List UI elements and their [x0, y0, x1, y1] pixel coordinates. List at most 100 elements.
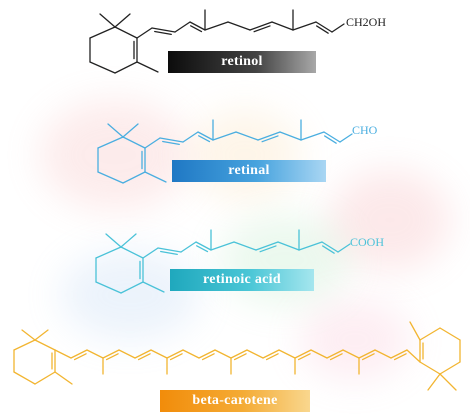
beta-carotene-chain-bond [134, 349, 152, 359]
beta-carotene-methyl-bond [34, 329, 49, 341]
retinoic-acid-ring-bond [120, 281, 144, 294]
retinal-chain-bond [279, 131, 302, 141]
beta-carotene-chain-bond [342, 349, 360, 359]
beta-carotene-ring-bond [439, 327, 461, 341]
beta-carotene-ring-bond [34, 339, 56, 351]
retinoic-acid-chain-bond [157, 247, 182, 253]
beta-carotene-chain-bond [374, 349, 392, 359]
beta-carotene-chain-bond [118, 349, 136, 359]
retinoic-acid-end-group: COOH [350, 235, 384, 249]
beta-carotene-chain-bond [169, 353, 183, 361]
retinoic-acid-label: retinoic acid [170, 269, 314, 291]
beta-carotene-chain-bond [86, 349, 104, 359]
retinoic-acid-methyl-bond [142, 281, 165, 293]
bg-blob [330, 170, 450, 270]
retinoic-acid-chain-bond [337, 243, 351, 253]
beta-carotene-chain-bond [150, 349, 168, 359]
retinal-chain-bond [212, 131, 237, 141]
beta-carotene-chain-bond [406, 349, 421, 363]
beta-carotene-ring-bond [419, 327, 441, 341]
beta-carotene-ring-bond [419, 361, 441, 375]
beta-carotene-chain-bond [137, 353, 151, 361]
retinal-chain-bond [182, 131, 199, 143]
retinal-ring-bond [122, 136, 146, 149]
retinol-methyl-bond [114, 13, 131, 28]
bg-blob [300, 300, 410, 380]
retinol-chain-bond [174, 21, 191, 33]
beta-carotene-ring-bond [34, 371, 56, 385]
retinol-chain-bond [154, 30, 172, 36]
beta-carotene-chain-bond [265, 353, 279, 361]
retinol-chain-bond [271, 21, 294, 31]
retinol-chain-bond [151, 27, 176, 33]
beta-carotene-chain-bond [73, 353, 87, 361]
retinol-chain-bond [315, 21, 333, 33]
beta-carotene-methyl-bond [54, 371, 73, 385]
retinal-chain-bond [144, 137, 161, 149]
retinol-ring-bond [114, 26, 138, 39]
beta-carotene-chain-bond [278, 349, 296, 359]
beta-carotene-chain-bond [166, 349, 184, 359]
beta-carotene-chain-bond [361, 353, 375, 361]
beta-carotene-methyl-bond [427, 373, 441, 391]
retinoic-acid-chain-bond [321, 245, 335, 254]
retinol-methyl-bond [136, 61, 159, 73]
beta-carotene-ring-bond [13, 371, 36, 385]
beta-carotene-chain-bond [393, 353, 407, 361]
retinol-ring-bond [89, 26, 116, 39]
retinoic-acid-chain-bond [298, 241, 323, 251]
beta-carotene-chain-bond [182, 349, 200, 359]
beta-carotene-chain-bond [262, 349, 280, 359]
retinal-methyl-bond [144, 171, 167, 183]
retinal-chain-bond [197, 131, 214, 141]
retinoic-acid-chain-bond [259, 245, 277, 253]
retinal-methyl-bond [107, 123, 124, 138]
retinoic-acid-chain-bond [277, 241, 300, 251]
retinol-chain-bond [253, 25, 271, 33]
beta-carotene-methyl-bond [439, 373, 457, 391]
beta-carotene-chain-bond [54, 349, 72, 359]
retinol-chain-bond [227, 21, 251, 31]
retinol-chain-bond [249, 21, 273, 31]
beta-carotene-chain-bond [102, 349, 120, 359]
retinal-chain-bond [257, 131, 281, 141]
bg-blob [40, 100, 190, 210]
retinal-chain-bond [300, 131, 325, 141]
beta-carotene-chain-bond [214, 349, 232, 359]
retinol-methyl-bond [99, 13, 116, 28]
beta-carotene-chain-bond [390, 349, 408, 359]
retinol-chain-bond [292, 21, 317, 31]
retinal-chain-bond [162, 140, 180, 146]
retinal-ring-bond [97, 136, 124, 149]
beta-carotene-chain-bond [230, 349, 248, 359]
retinal-ring-bond [97, 171, 124, 184]
retinol-chain-bond [136, 27, 153, 39]
beta-carotene-methyl-bond [409, 321, 421, 341]
retinoic-acid-chain-bond [210, 241, 235, 251]
retinal-chain-bond [339, 133, 353, 143]
retinoic-acid-ring-bond [120, 246, 144, 259]
retinoic-acid-chain-bond [196, 245, 209, 253]
bg-blob [190, 110, 300, 200]
retinoic-acid-chain-bond [195, 241, 212, 251]
retinal-methyl-bond [122, 123, 139, 138]
retinol-chain-bond [204, 21, 229, 31]
retinol-chain-bond [189, 21, 206, 31]
beta-carotene-chain-bond [358, 349, 376, 359]
retinoic-acid-chain-bond [160, 250, 178, 256]
retinoic-acid-chain-bond [321, 241, 339, 253]
retinol-ring-bond [114, 61, 138, 74]
retinal-chain-bond [261, 135, 279, 143]
beta-carotene-methyl-bond [21, 329, 36, 341]
retinal-chain-bond [323, 131, 341, 143]
retinoic-acid-chain-bond [255, 241, 279, 251]
beta-carotene-chain-bond [105, 353, 119, 361]
beta-carotene-chain-bond [297, 353, 311, 361]
bg-blob [60, 250, 200, 340]
retinol-chain-bond [331, 23, 345, 33]
retinoic-acid-ring-bond [95, 281, 122, 294]
retinal-chain-bond [235, 131, 259, 141]
beta-carotene-ring-bond [13, 339, 36, 351]
beta-carotene-label: beta-carotene [160, 390, 310, 412]
